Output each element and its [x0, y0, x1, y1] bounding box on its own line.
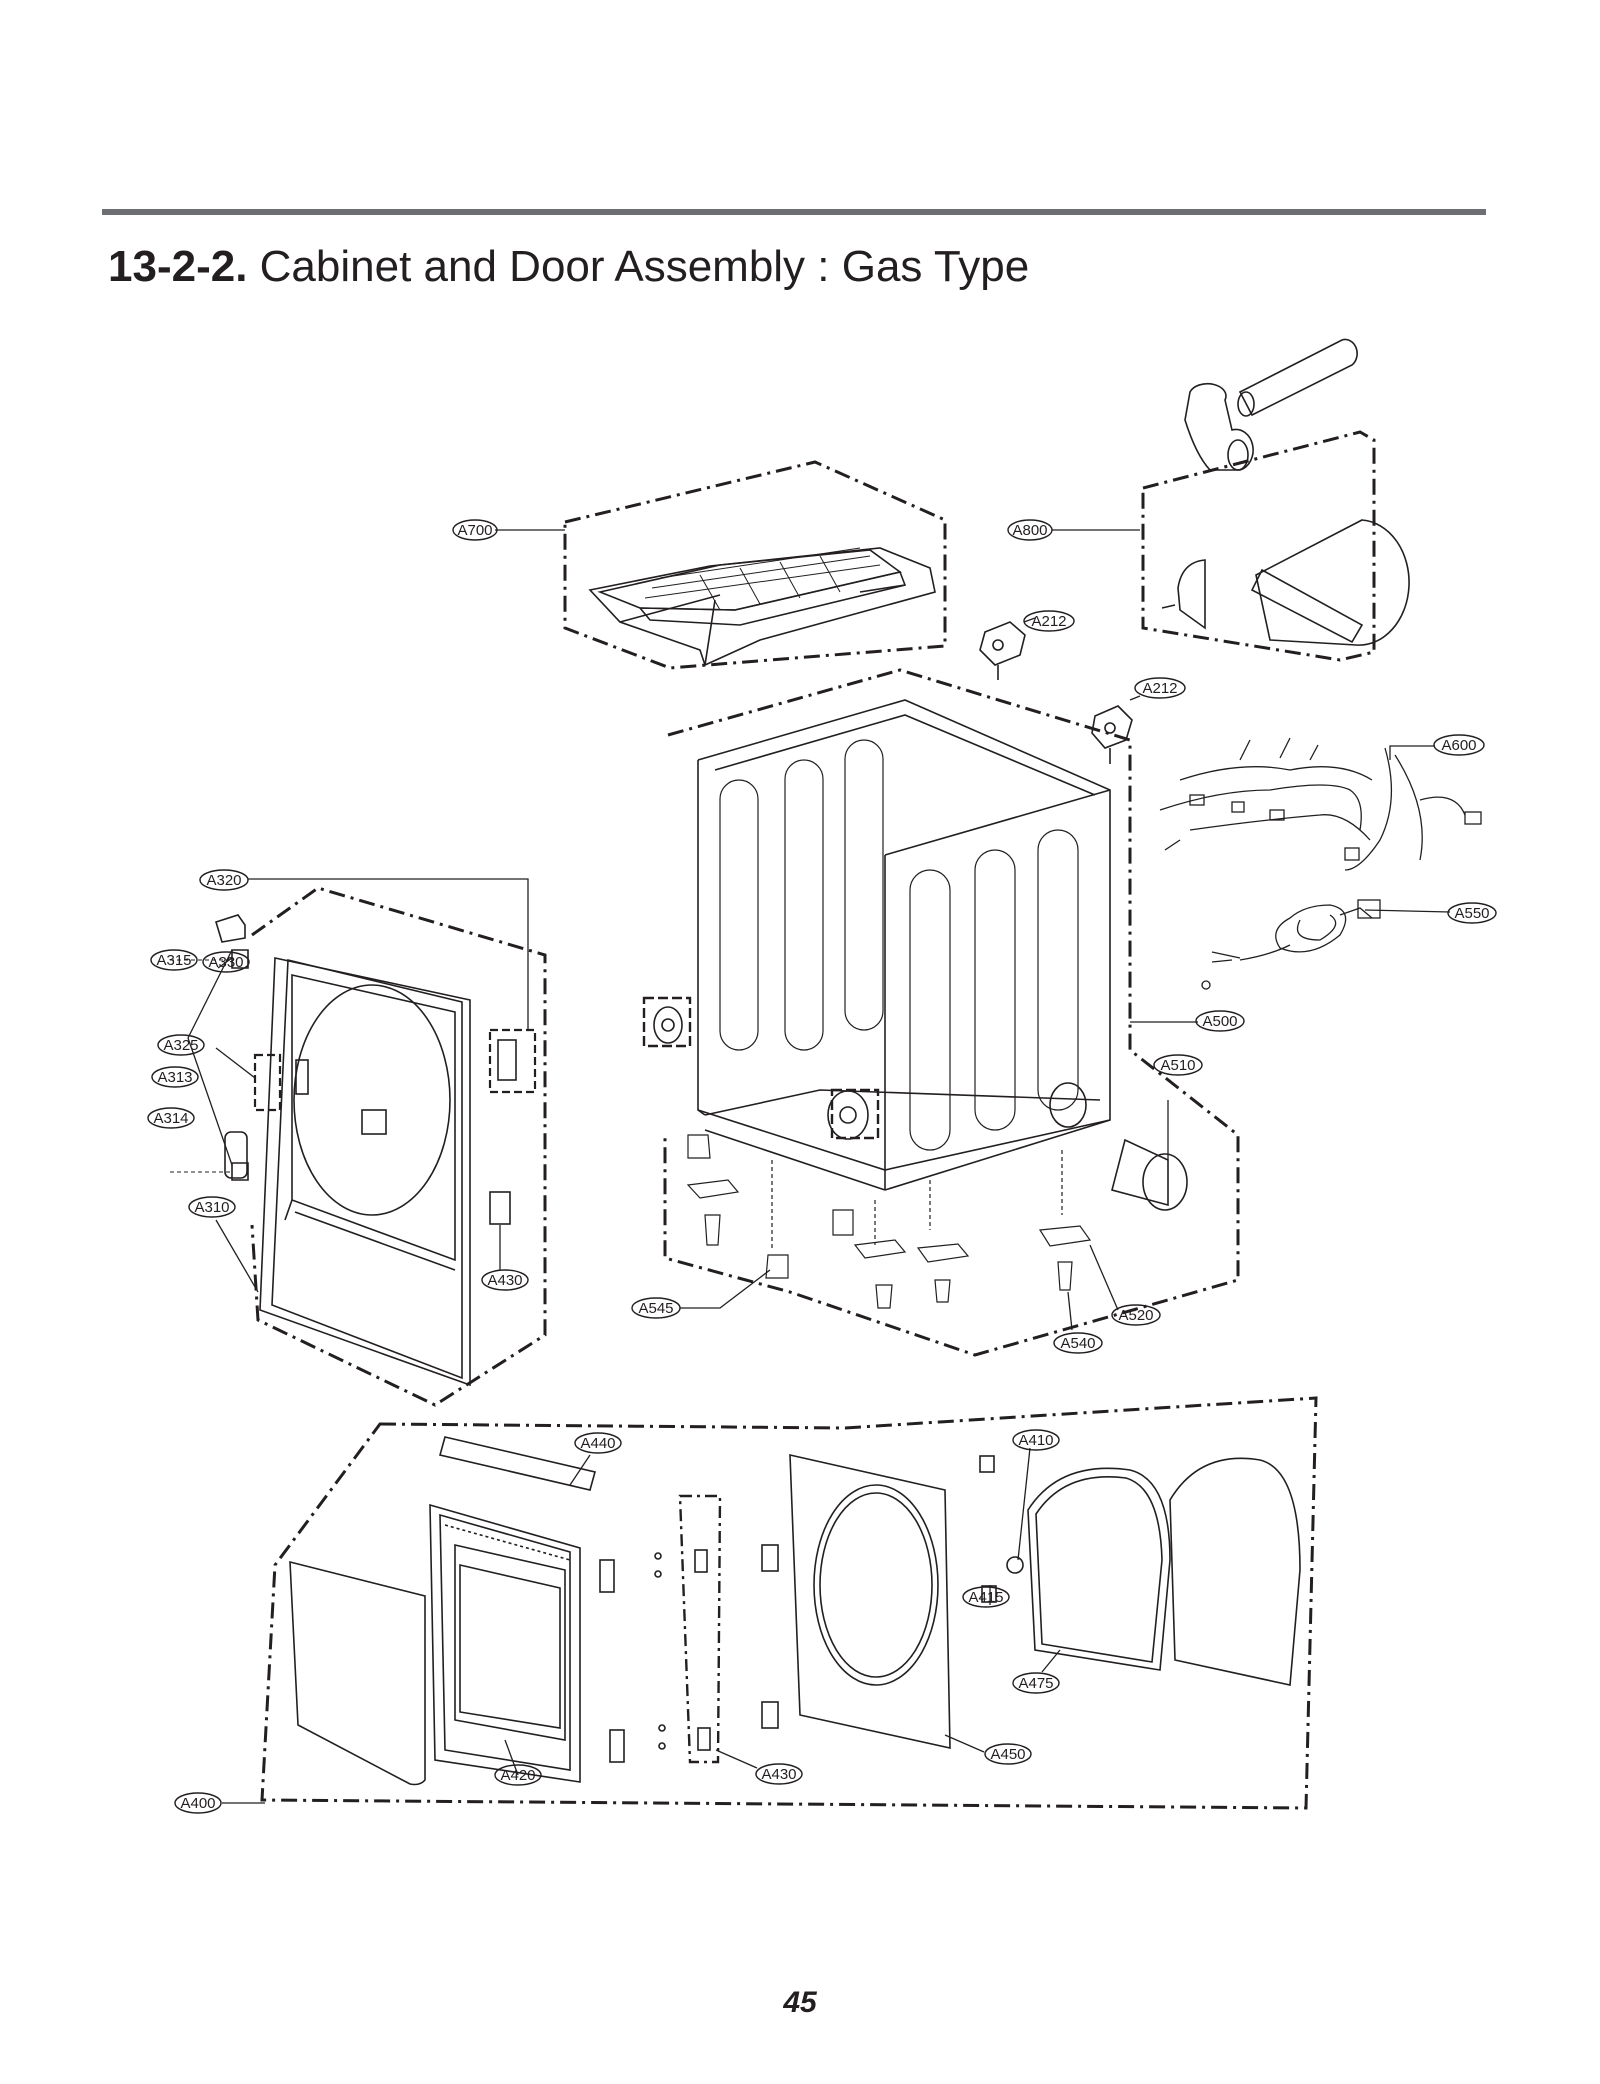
group-boundaries: [250, 430, 1376, 1810]
section-title: Cabinet and Door Assembly : Gas Type: [259, 242, 1030, 291]
callout-a310: A310: [194, 1199, 229, 1216]
callout-a430-upper: A430: [487, 1272, 522, 1289]
callout-a212-lower: A212: [1142, 680, 1177, 697]
callout-ovals: [147, 519, 1497, 1814]
callout-a430-lower: A430: [761, 1766, 796, 1783]
callout-a325: A325: [163, 1037, 198, 1054]
top-tray-part: [588, 547, 936, 667]
callout-a700: A700: [457, 522, 492, 539]
callout-a550: A550: [1454, 905, 1489, 922]
callout-a440: A440: [580, 1435, 615, 1452]
callout-a313: A313: [157, 1069, 192, 1086]
cabinet-part: [642, 699, 1111, 1191]
exhaust-duct-kit: [1161, 338, 1410, 646]
callout-a315: A315: [156, 952, 191, 969]
callout-a475: A475: [1018, 1675, 1053, 1692]
leader-lines: [187, 529, 1451, 1804]
callout-labels: A700 A800 A212 A212 A600 A550 A500 A510 …: [153, 522, 1489, 1812]
callout-a410: A410: [1018, 1432, 1053, 1449]
door-assembly-parts: [289, 1436, 1301, 1786]
callout-a320: A320: [206, 872, 241, 889]
callout-a314: A314: [153, 1110, 188, 1127]
callout-a415: A415: [968, 1589, 1003, 1606]
callout-a500: A500: [1202, 1013, 1237, 1030]
page-title: 13-2-2. Cabinet and Door Assembly : Gas …: [108, 242, 1029, 292]
header-rule: [102, 209, 1486, 215]
callout-a420: A420: [500, 1767, 535, 1784]
callout-a520: A520: [1118, 1307, 1153, 1324]
legs-and-feet: [686, 1134, 1092, 1309]
page-number: 45: [783, 1986, 817, 2019]
callout-a800: A800: [1012, 522, 1047, 539]
callout-a212-upper: A212: [1031, 613, 1066, 630]
callout-a330: A330: [208, 954, 243, 971]
callout-a400: A400: [180, 1795, 215, 1812]
cabinet-embossing: [719, 739, 1079, 1151]
front-panel-part: [170, 914, 537, 1387]
wiring-harness: [1159, 737, 1482, 990]
callout-a545: A545: [638, 1300, 673, 1317]
callout-a450: A450: [990, 1746, 1025, 1763]
door-switch-parts: [979, 621, 1133, 764]
callout-a510: A510: [1160, 1057, 1195, 1074]
section-number: 13-2-2.: [108, 242, 248, 291]
tray-grid: [644, 547, 881, 611]
exhaust-adapter-part: [1111, 1138, 1188, 1211]
callout-a600: A600: [1441, 737, 1476, 754]
callout-a540: A540: [1060, 1335, 1095, 1352]
